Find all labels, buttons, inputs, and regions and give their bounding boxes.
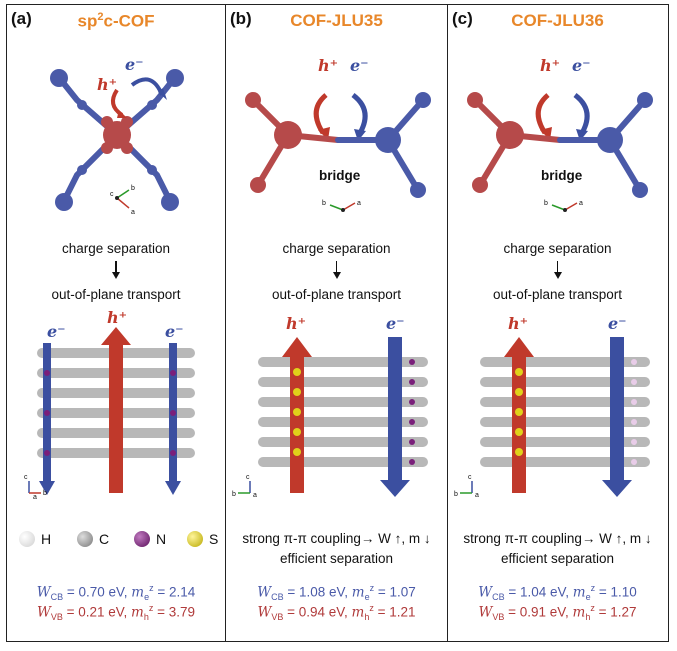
axis-triad: b a <box>544 200 583 212</box>
flow-arrow-head <box>332 272 341 279</box>
bridge-label: bridge <box>319 168 361 183</box>
axis-triad-bottom: c b a <box>232 474 257 499</box>
step-out-of-plane-transport: out-of-plane transport <box>271 287 402 302</box>
molecule-structure: h⁺ e⁻ b a <box>245 56 431 212</box>
valence-band-values: WVB = 0.91 eV, mhz = 1.27 <box>478 603 637 623</box>
svg-text:a: a <box>357 200 361 207</box>
svg-text:c: c <box>468 474 472 481</box>
valence-band-values: WVB = 0.94 eV, mhz = 1.21 <box>257 603 416 623</box>
separation-statement: efficient separation <box>500 551 615 566</box>
svg-text:b: b <box>454 491 458 498</box>
legend-c: C <box>99 531 110 547</box>
conduction-band-values: WCB = 1.04 eV, mez = 1.10 <box>478 583 637 603</box>
svg-text:b: b <box>322 200 326 207</box>
svg-text:b: b <box>131 185 135 192</box>
coupling-statement: strong π-π coupling→ W ↑, m ↓ <box>463 531 652 546</box>
panel-a: (a) sp2c-COF <box>7 5 225 641</box>
step-charge-separation: charge separation <box>282 241 391 256</box>
svg-text:b: b <box>544 200 548 207</box>
separation-statement: efficient separation <box>279 551 394 566</box>
step-out-of-plane-transport: out-of-plane transport <box>51 287 181 302</box>
electron-label: e⁻ <box>386 314 405 333</box>
axis-triad: b a <box>322 200 361 212</box>
stacked-layers: h⁺ e⁻ c b a <box>232 314 428 499</box>
flow-arrow-line <box>335 261 338 273</box>
hole-label: h⁺ <box>286 314 306 333</box>
svg-text:c: c <box>246 474 250 481</box>
panel-title: COF-JLU35 <box>290 11 383 30</box>
svg-text:c: c <box>110 191 114 198</box>
figure-frame: (a) sp2c-COF <box>6 4 669 642</box>
conduction-band-values: WCB = 0.70 eV, mez = 2.14 <box>36 583 196 603</box>
svg-text:a: a <box>253 492 257 499</box>
hole-label: h⁺ <box>540 56 560 75</box>
svg-text:b: b <box>43 490 47 497</box>
hole-label: h⁺ <box>97 75 117 94</box>
flow-arrow-head <box>112 272 120 279</box>
stacked-layers: h⁺ e⁻ c b a <box>454 314 650 499</box>
legend-n: N <box>156 531 167 547</box>
panel-c: (c) COF-JLU36 h⁺ e⁻ <box>447 5 667 641</box>
legend-s-ball <box>187 531 203 547</box>
panel-label: (c) <box>452 9 473 28</box>
hole-label: h⁺ <box>508 314 528 333</box>
svg-text:b: b <box>232 491 236 498</box>
electron-label: e⁻ <box>350 56 369 75</box>
panel-label: (b) <box>230 9 252 28</box>
bridge-label: bridge <box>541 168 583 183</box>
axis-triad: b a c <box>110 185 135 216</box>
hole-label: h⁺ <box>318 56 338 75</box>
step-charge-separation: charge separation <box>503 241 612 256</box>
step-out-of-plane-transport: out-of-plane transport <box>492 287 623 302</box>
axis-triad-bottom: c b a <box>454 474 479 499</box>
molecule-structure: e⁻ h⁺ b a c <box>50 55 184 216</box>
electron-label: e⁻ <box>125 55 144 74</box>
legend-c-ball <box>77 531 93 547</box>
flow-arrow-head <box>553 272 562 279</box>
svg-text:c: c <box>24 474 28 481</box>
stacked-layers: e⁻ h⁺ e⁻ c b a <box>24 308 195 501</box>
legend-s: S <box>209 531 219 547</box>
molecule-structure: h⁺ e⁻ b a <box>467 56 653 212</box>
electron-label: e⁻ <box>572 56 591 75</box>
electron-label: e⁻ <box>608 314 627 333</box>
conduction-band-values: WCB = 1.08 eV, mez = 1.07 <box>257 583 416 603</box>
flow-arrow-line <box>115 261 117 273</box>
panel-title: COF-JLU36 <box>511 11 604 30</box>
atom-legend: H C N S <box>17 527 222 551</box>
svg-text:a: a <box>579 200 583 207</box>
panel-b: (b) COF-JLU35 h⁺ e⁻ <box>225 5 447 641</box>
svg-text:a: a <box>131 209 135 216</box>
step-charge-separation: charge separation <box>61 241 171 256</box>
hole-label: h⁺ <box>107 308 127 327</box>
panel-title: sp2c-COF <box>77 11 155 31</box>
legend-h-ball <box>19 531 35 547</box>
axis-triad-bottom: c b a <box>24 474 47 501</box>
svg-text:a: a <box>33 494 37 501</box>
svg-text:a: a <box>475 492 479 499</box>
legend-n-ball <box>134 531 150 547</box>
valence-band-values: WVB = 0.21 eV, mhz = 3.79 <box>36 603 196 623</box>
flow-arrow-line <box>556 261 559 273</box>
coupling-statement: strong π-π coupling→ W ↑, m ↓ <box>242 531 431 546</box>
panel-label: (a) <box>11 9 32 28</box>
electron-label-left: e⁻ <box>47 322 66 341</box>
electron-label-right: e⁻ <box>165 322 184 341</box>
legend-h: H <box>41 531 52 547</box>
